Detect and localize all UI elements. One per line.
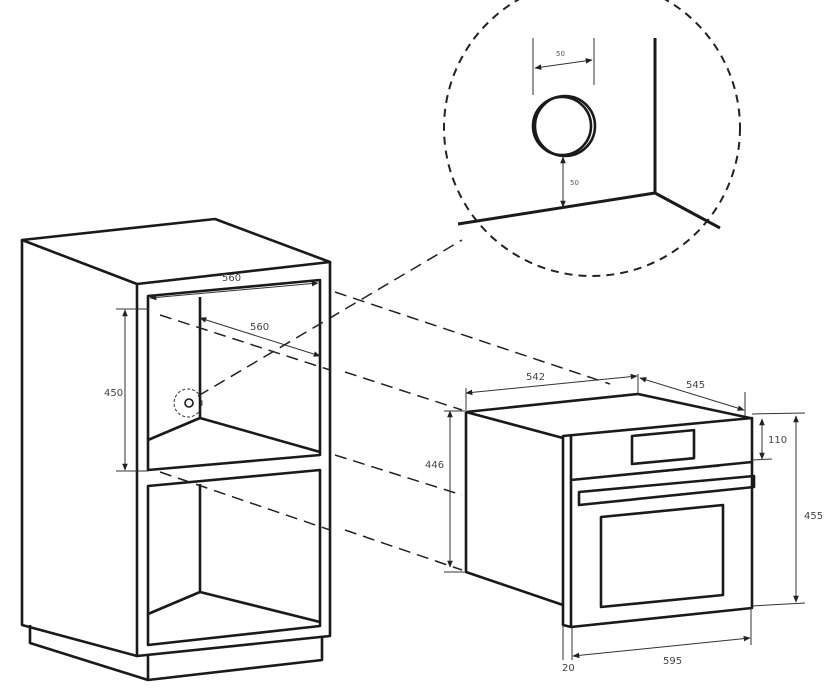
oven-body-height-label: 446 <box>425 460 444 471</box>
socket-width-label: 50 <box>556 50 565 58</box>
oven-dimensions <box>444 373 806 660</box>
socket-icon <box>184 398 194 408</box>
oven-window <box>599 503 725 609</box>
front-width-label: 595 <box>663 656 682 667</box>
front-thickness-label: 20 <box>562 663 575 674</box>
oven-depth-label: 545 <box>686 380 705 391</box>
cabinet-height-label: 450 <box>104 388 123 399</box>
socket-detail-view <box>443 0 741 277</box>
socket-detail-icon <box>531 95 593 157</box>
cabinet-depth-label: 560 <box>250 322 269 333</box>
cabinet-width-label: 560 <box>222 273 241 284</box>
socket-location-marker <box>173 388 203 418</box>
built-in-oven <box>464 392 756 629</box>
front-height-label: 455 <box>804 511 823 522</box>
cabinet-dimensions <box>116 280 321 472</box>
socket-height-label: 50 <box>570 179 579 187</box>
panel-height-label: 110 <box>768 435 787 446</box>
projection-lines <box>159 239 611 571</box>
oven-display <box>630 428 696 466</box>
kitchen-cabinet <box>20 217 332 682</box>
oven-width-label: 542 <box>526 372 545 383</box>
oven-door-handle <box>577 474 756 507</box>
